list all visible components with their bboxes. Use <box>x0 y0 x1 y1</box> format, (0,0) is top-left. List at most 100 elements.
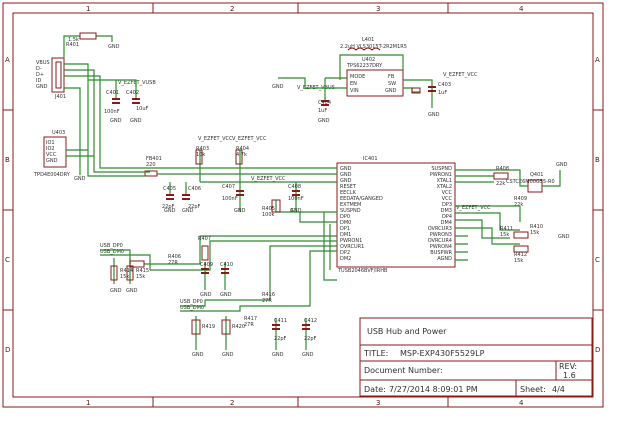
usb-connector-j401: J401 VBUS D- D+ ID GND R401 1.5k <box>36 37 79 100</box>
hub-pin-right: BUSPWR <box>430 250 452 256</box>
svg-text:GND: GND <box>126 288 138 294</box>
hub-pin-left: RESET <box>340 184 357 190</box>
hub-pin-right: DM4 <box>441 220 452 226</box>
svg-text:MODE: MODE <box>350 74 365 80</box>
svg-text:R417: R417 <box>244 316 257 322</box>
wires <box>63 35 561 350</box>
usb-hub-ic401: IC401 TUSB2046BVF/IRHB GNDGNDGNDRESETEEC… <box>336 156 456 274</box>
svg-text:R405: R405 <box>262 206 275 212</box>
svg-text:GND: GND <box>200 292 212 298</box>
date-label: Date: <box>364 385 386 394</box>
svg-text:USB_DM0: USB_DM0 <box>180 305 204 311</box>
svg-text:R419: R419 <box>202 324 215 330</box>
svg-text:GND: GND <box>220 292 232 298</box>
ground-symbols: GND GND GND GND GND GND GND GND GND GND … <box>74 44 570 358</box>
svg-text:10k: 10k <box>196 152 205 158</box>
svg-text:R401: R401 <box>66 42 79 48</box>
hub-pin-left: DP2 <box>340 250 350 256</box>
svg-text:R403: R403 <box>196 146 209 152</box>
svg-text:GND: GND <box>385 88 397 94</box>
svg-text:FB401: FB401 <box>146 156 162 162</box>
svg-text:V_EZFET_VCC: V_EZFET_VCC <box>456 205 491 211</box>
svg-text:15k: 15k <box>136 274 145 280</box>
svg-text:ID: ID <box>36 78 41 84</box>
hub-pin-right: VCC <box>442 196 453 202</box>
svg-text:C408: C408 <box>288 184 301 190</box>
svg-text:GND: GND <box>290 208 302 214</box>
svg-text:R408: R408 <box>496 166 509 172</box>
col-label-4-bottom: 4 <box>519 399 524 407</box>
svg-text:V_EZFET_VUSB: V_EZFET_VUSB <box>118 80 156 86</box>
svg-text:R415: R415 <box>136 268 149 274</box>
svg-text:C410: C410 <box>220 262 233 268</box>
svg-text:10uF: 10uF <box>136 106 149 112</box>
svg-text:R420: R420 <box>232 324 245 330</box>
svg-text:C404: C404 <box>318 100 331 106</box>
svg-text:R411: R411 <box>500 226 513 232</box>
svg-text:C401: C401 <box>106 90 119 96</box>
hub-pin-left: DP0 <box>340 214 350 220</box>
svg-text:R412: R412 <box>514 252 527 258</box>
svg-text:IO2: IO2 <box>46 146 55 152</box>
hub-pin-left: DM0 <box>340 220 351 226</box>
row-label-a-right: A <box>595 56 600 64</box>
sheet-value: 4/4 <box>552 385 565 394</box>
svg-text:100nF: 100nF <box>222 196 238 202</box>
svg-text:C411: C411 <box>274 318 287 324</box>
net-labels: V_EZFET_VUSB V_EZFET_VCC V_EZFET_VCC V_E… <box>100 72 491 311</box>
svg-text:VCC: VCC <box>46 152 57 158</box>
svg-text:D+: D+ <box>36 72 44 78</box>
svg-text:GND: GND <box>130 118 142 124</box>
svg-text:U402: U402 <box>362 57 375 63</box>
sheet-label: Sheet: <box>520 385 546 394</box>
col-label-1-bottom: 1 <box>86 399 90 407</box>
svg-text:IC401: IC401 <box>363 156 378 162</box>
hub-pin-right: PWRON1 <box>430 172 452 178</box>
svg-text:22pF: 22pF <box>162 204 175 210</box>
svg-text:R409: R409 <box>514 196 527 202</box>
hub-pin-left: EECLK <box>340 190 357 196</box>
svg-text:C409: C409 <box>200 262 213 268</box>
sheet-frame <box>2 2 604 408</box>
svg-text:100nF: 100nF <box>288 196 304 202</box>
svg-text:C402: C402 <box>126 90 139 96</box>
svg-text:R406: R406 <box>168 254 181 260</box>
hub-pin-left: GND <box>340 172 352 178</box>
svg-text:22k: 22k <box>514 202 523 208</box>
doc-number-label: Document Number: <box>364 366 443 375</box>
svg-text:27R: 27R <box>244 322 254 328</box>
svg-text:100nF: 100nF <box>104 109 120 115</box>
hub-pin-right: AGND <box>437 256 452 262</box>
passive-labels: C401 100nF C402 10uF R403 10k R404 4.7k … <box>104 82 543 342</box>
hub-pin-right: DP3 <box>442 202 452 208</box>
svg-text:GND: GND <box>182 208 194 214</box>
hub-pin-left: EEDATA/GANGED <box>340 196 383 202</box>
svg-text:GND: GND <box>36 84 48 90</box>
svg-text:C405: C405 <box>163 186 176 192</box>
svg-text:15k: 15k <box>500 232 509 238</box>
col-label-2: 2 <box>230 5 234 13</box>
hub-pin-right: PWRON4 <box>430 244 452 250</box>
svg-text:USB_DM0: USB_DM0 <box>100 249 124 255</box>
svg-text:USB_DP0: USB_DP0 <box>180 299 203 305</box>
row-label-d: D <box>5 346 10 354</box>
svg-text:GND: GND <box>302 352 314 358</box>
hub-pin-left: OVRCUR1 <box>340 244 364 250</box>
svg-text:GND: GND <box>272 84 284 90</box>
svg-text:GND: GND <box>108 44 120 50</box>
svg-text:1.5k: 1.5k <box>68 37 79 43</box>
rev-label: REV: <box>559 362 577 371</box>
hub-pin-left: DP1 <box>340 226 350 232</box>
svg-text:C412: C412 <box>304 318 317 324</box>
svg-text:V_EZFET_VCC: V_EZFET_VCC <box>198 136 233 142</box>
svg-text:27R: 27R <box>168 260 178 266</box>
hub-pin-right: XTAL2 <box>437 184 452 190</box>
svg-text:V_EZFET_VCC: V_EZFET_VCC <box>232 136 267 142</box>
svg-text:GND: GND <box>74 176 86 182</box>
svg-text:R407: R407 <box>198 236 211 242</box>
col-label-4: 4 <box>519 5 524 13</box>
svg-text:TPD4E004DRY: TPD4E004DRY <box>33 172 71 178</box>
svg-text:SW: SW <box>388 81 396 87</box>
svg-text:GND: GND <box>428 112 440 118</box>
